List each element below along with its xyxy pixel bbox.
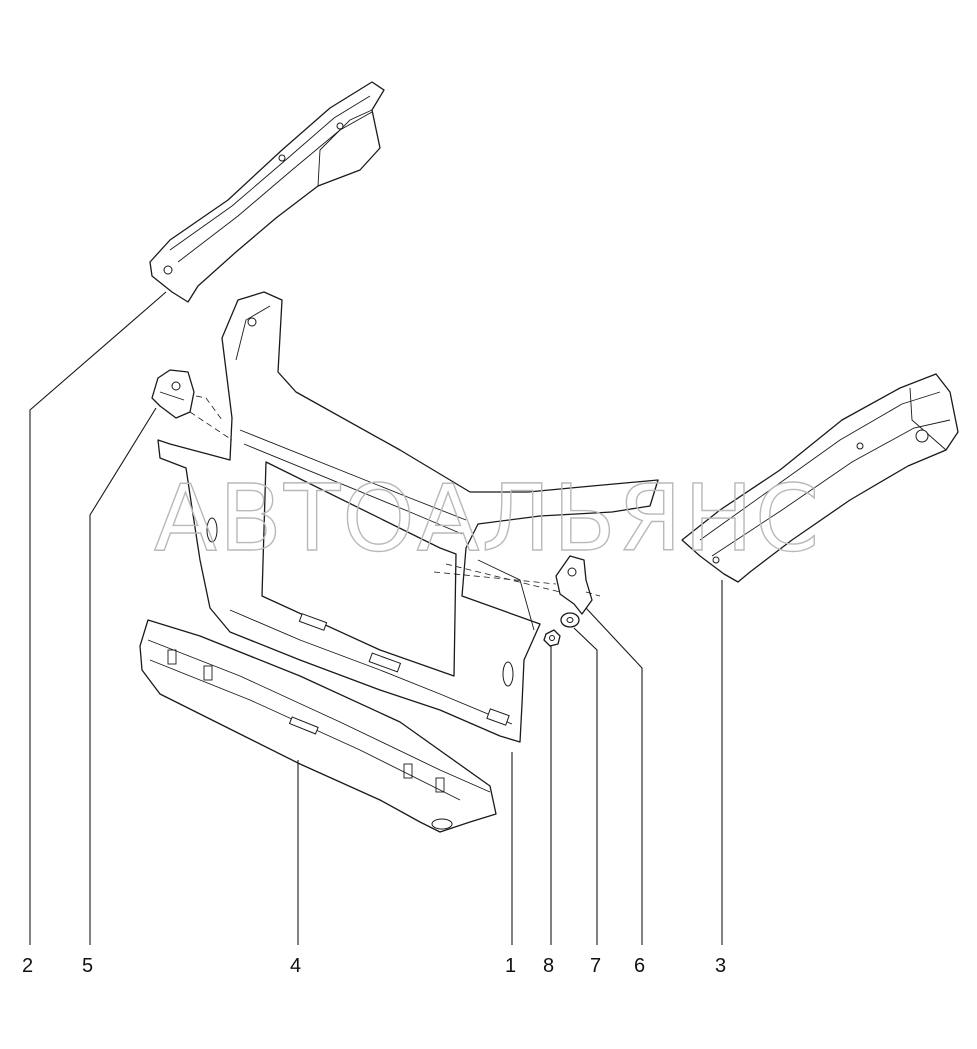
part-6-right-bracket	[555, 555, 593, 615]
callout-3: 3	[715, 955, 726, 977]
part-1-front-panel	[157, 291, 659, 743]
callout-5: 5	[82, 955, 93, 977]
part-2-left-upper-rail	[149, 81, 385, 303]
callout-4: 4	[290, 955, 301, 977]
callout-8: 8	[543, 955, 554, 977]
callout-2: 2	[22, 955, 33, 977]
leader-lines	[29, 291, 723, 945]
part-5-left-bracket	[151, 369, 195, 419]
watermark-text: АВТОАЛЬЯНС	[154, 465, 821, 572]
part-4-lower-cross-member	[139, 619, 497, 833]
callout-7: 7	[590, 955, 601, 977]
assembly-lines	[189, 395, 601, 597]
part-3-right-upper-rail	[681, 373, 959, 583]
callout-6: 6	[634, 955, 645, 977]
part-8-nut	[543, 629, 561, 647]
part-7-washer	[560, 612, 580, 628]
callout-1: 1	[505, 955, 516, 977]
